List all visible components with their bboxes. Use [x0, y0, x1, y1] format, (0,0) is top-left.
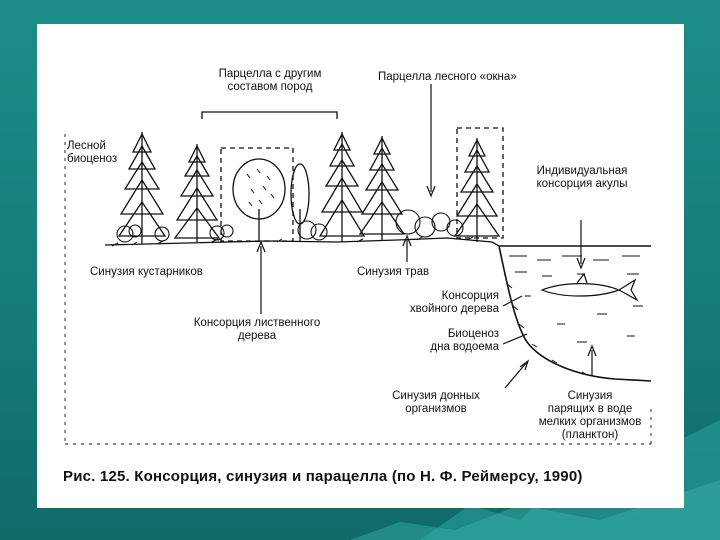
label-grass-synusia: Синузия трав — [357, 266, 430, 278]
ground-line — [104, 237, 500, 247]
spruce-tree-2 — [173, 144, 221, 242]
spruce-tree-1 — [117, 132, 167, 244]
parcel-bracket — [201, 111, 338, 119]
label-bottom-synusia: Синузия донных организмов — [392, 390, 480, 415]
deciduous-tree — [232, 158, 286, 242]
small-tree — [290, 163, 310, 242]
parcel-box-mixed — [220, 147, 294, 242]
water-waves — [509, 255, 643, 343]
parcel-box-window — [456, 127, 504, 239]
label-parcel-other: Парцелла с другим составом пород — [218, 68, 322, 93]
figure-caption: Рис. 125. Консорция, синузия и парацелла… — [63, 468, 583, 485]
spruce-tree-4 — [358, 136, 406, 240]
lake-shore — [498, 245, 652, 382]
ecosystem-diagram — [64, 84, 652, 445]
label-conifer-consortium: Консорция хвойного дерева — [409, 290, 499, 315]
label-parcel-window: Парцелла лесного «окна» — [378, 71, 517, 83]
spruce-tree-5 — [453, 138, 501, 242]
label-plankton-synusia: Синузия парящих в воде мелких организмов… — [538, 390, 642, 441]
spruce-tree-3 — [318, 132, 366, 242]
slide: Лесной биоценоз Парцелла с другим состав… — [37, 24, 684, 508]
shrubs — [116, 209, 464, 243]
label-bottom-biocenosis: Биоценоз дна водоема — [430, 328, 499, 353]
label-forest-biocenosis: Лесной биоценоз — [67, 140, 118, 165]
label-deciduous-consortium: Консорция лиственного дерева — [193, 317, 321, 342]
label-shark-consortium: Индивидуальная консорция акулы — [536, 165, 628, 190]
shark-icon — [540, 272, 639, 302]
label-shrub-synusia: Синузия кустарников — [90, 266, 203, 278]
